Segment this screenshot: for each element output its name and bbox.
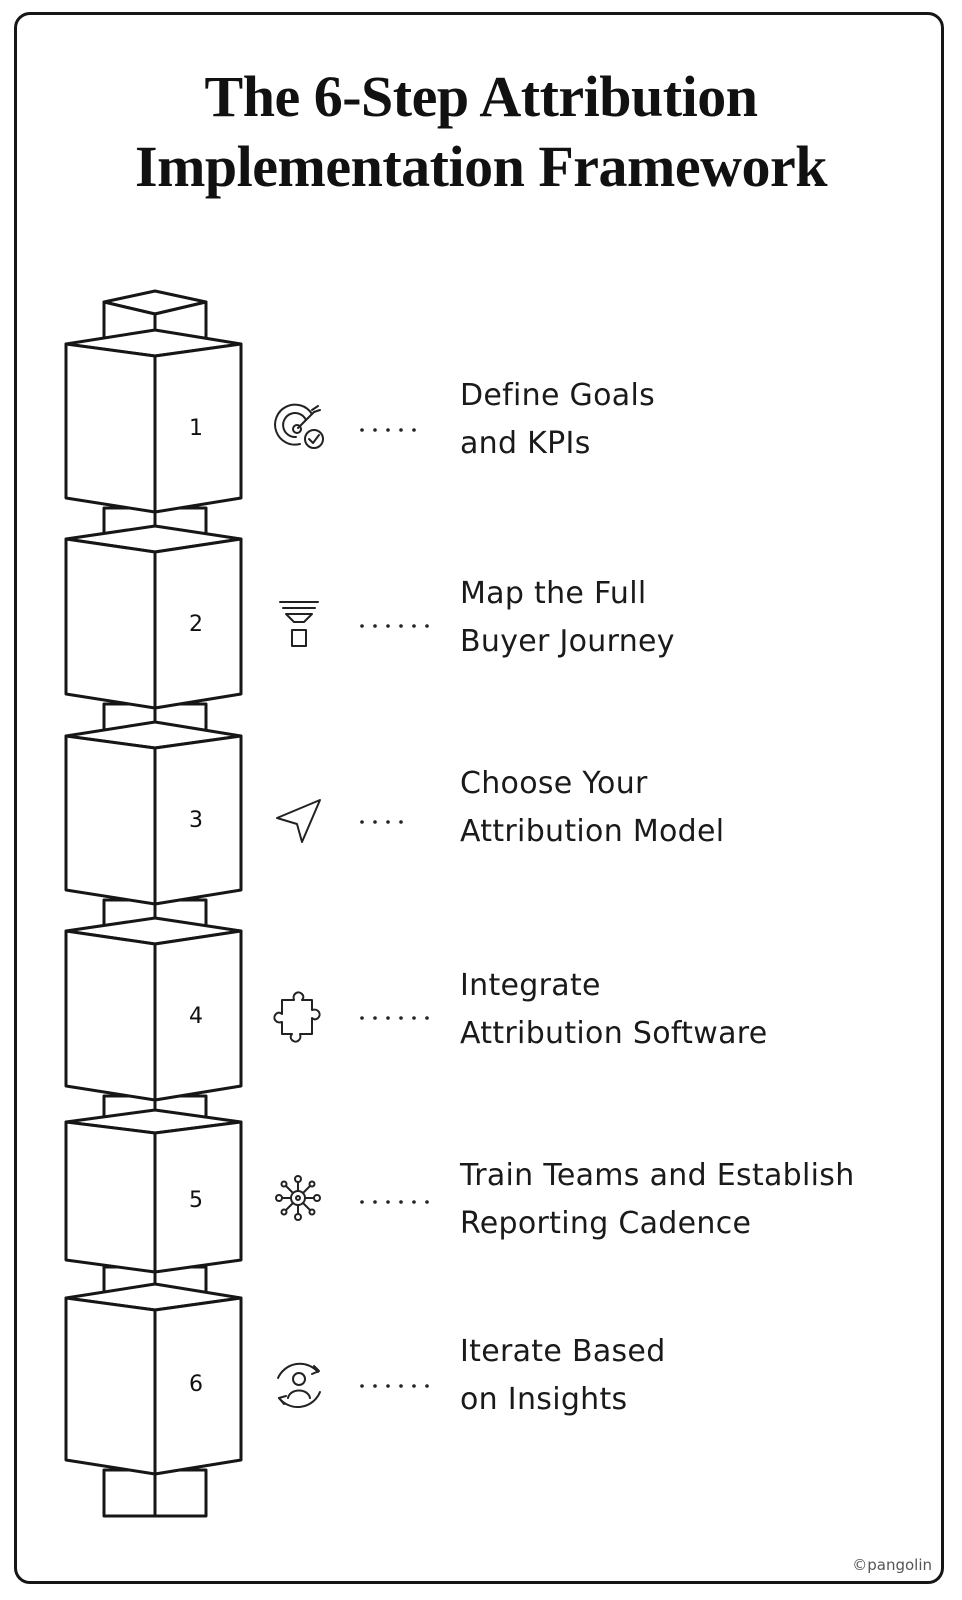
leader-2 [360, 624, 429, 628]
step-2-number: 2 [189, 612, 203, 637]
block-6 [66, 1284, 241, 1474]
leader-3 [360, 820, 403, 824]
step-2-label: Map the Full Buyer Journey [460, 570, 930, 666]
block-2 [66, 526, 241, 708]
step-1-line-2: and KPIs [460, 420, 930, 468]
step-3-number: 3 [189, 808, 203, 833]
credit-text: ©pangolin [852, 1556, 932, 1574]
person-cycle-icon [278, 1364, 320, 1407]
step-4-line-1: Integrate [460, 962, 930, 1010]
block-4 [66, 918, 241, 1100]
step-5-label: Train Teams and Establish Reporting Cade… [460, 1152, 930, 1248]
step-4-label: Integrate Attribution Software [460, 962, 930, 1058]
step-4-line-2: Attribution Software [460, 1010, 930, 1058]
step-4-number: 4 [189, 1004, 203, 1029]
step-5-line-1: Train Teams and Establish [460, 1152, 930, 1200]
leader-4 [360, 1016, 429, 1020]
block-1 [66, 330, 241, 512]
send-arrow-icon [277, 800, 320, 842]
step-3-line-1: Choose Your [460, 760, 930, 808]
bottom-connector [104, 1470, 206, 1516]
step-3-label: Choose Your Attribution Model [460, 760, 930, 856]
leader-1 [360, 428, 416, 432]
step-6-line-1: Iterate Based [460, 1328, 930, 1376]
target-check-icon [275, 405, 323, 448]
network-hub-icon [276, 1176, 320, 1220]
leader-5 [360, 1200, 429, 1204]
block-5 [66, 1110, 241, 1272]
step-6-number: 6 [189, 1372, 203, 1397]
dotted-leaders [360, 428, 429, 1388]
step-1-number: 1 [189, 416, 203, 441]
step-6-label: Iterate Based on Insights [460, 1328, 930, 1424]
step-5-line-2: Reporting Cadence [460, 1200, 930, 1248]
step-2-line-2: Buyer Journey [460, 618, 930, 666]
step-6-line-2: on Insights [460, 1376, 930, 1424]
block-3 [66, 722, 241, 904]
puzzle-icon [274, 992, 319, 1041]
step-2-line-1: Map the Full [460, 570, 930, 618]
funnel-icon [280, 602, 318, 646]
step-1-label: Define Goals and KPIs [460, 372, 930, 468]
step-1-line-1: Define Goals [460, 372, 930, 420]
step-3-line-2: Attribution Model [460, 808, 930, 856]
leader-6 [360, 1384, 429, 1388]
step-5-number: 5 [189, 1188, 203, 1213]
